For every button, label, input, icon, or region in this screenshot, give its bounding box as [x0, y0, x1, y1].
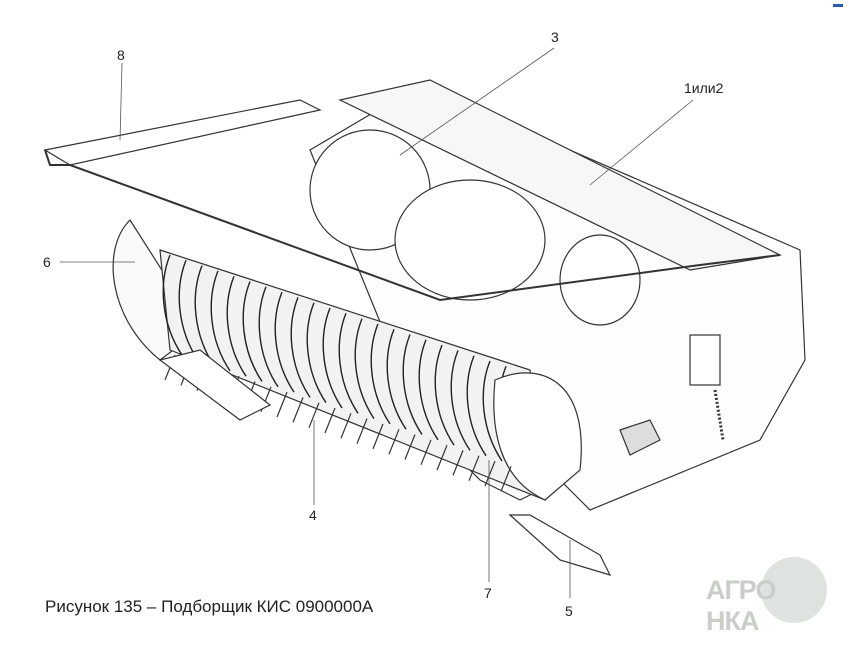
callout-7: 7: [484, 585, 492, 601]
disc: [394, 179, 546, 301]
drum-rib: [482, 360, 503, 462]
callout-1-or-2: 1или2: [684, 80, 724, 96]
tine: [388, 428, 400, 455]
callout-8: 8: [117, 47, 125, 63]
callout-6: 6: [43, 254, 51, 270]
drum-rib: [306, 302, 327, 404]
drum-ribs: [162, 254, 519, 467]
tine: [404, 434, 416, 460]
leader-lines: [60, 47, 694, 598]
disc: [559, 234, 641, 326]
drum-rib: [162, 254, 183, 356]
tine: [500, 466, 512, 492]
skid-left: [158, 349, 272, 421]
drum-rib: [210, 270, 231, 372]
drum-rib: [354, 318, 375, 419]
tine: [452, 450, 464, 476]
drum-right-end: [493, 372, 582, 501]
tine: [324, 407, 336, 434]
spring: [713, 389, 725, 441]
tine: [308, 402, 320, 428]
drum-rib: [226, 275, 247, 377]
frame-bar-lower: [69, 164, 781, 302]
drum-rib: [242, 281, 263, 382]
drum-rib: [402, 334, 423, 435]
callout-3: 3: [551, 29, 559, 45]
drum-rib: [386, 328, 407, 430]
drum-rib: [434, 344, 455, 446]
figure-caption: Рисунок 135 – Подборщик КИС 0900000А: [45, 597, 374, 616]
drum-rib: [338, 313, 359, 414]
drum-rib: [370, 323, 391, 425]
frame-bar: [43, 99, 322, 166]
tine: [484, 460, 496, 487]
callout-5: 5: [565, 603, 573, 619]
drum-rib: [178, 260, 199, 361]
drum-rib: [258, 286, 279, 388]
watermark-logo: АГРО НКА: [706, 555, 831, 636]
tine: [436, 444, 448, 471]
bracket: [689, 334, 721, 386]
drum-rib: [274, 291, 295, 393]
tine: [292, 397, 304, 423]
tine: [372, 423, 384, 450]
tine: [276, 391, 288, 418]
tine: [340, 413, 352, 439]
skid-right: [508, 514, 612, 576]
drum-rib: [418, 339, 439, 441]
tine: [356, 418, 368, 444]
drum-rib: [290, 297, 311, 398]
tine: [420, 439, 432, 466]
corner-mark: [833, 4, 843, 7]
latch: [619, 419, 661, 456]
drum-rib: [466, 355, 487, 457]
tine: [468, 455, 480, 481]
drum-rib: [450, 350, 471, 451]
callout-4: 4: [309, 507, 317, 523]
drum-rib: [322, 307, 343, 409]
